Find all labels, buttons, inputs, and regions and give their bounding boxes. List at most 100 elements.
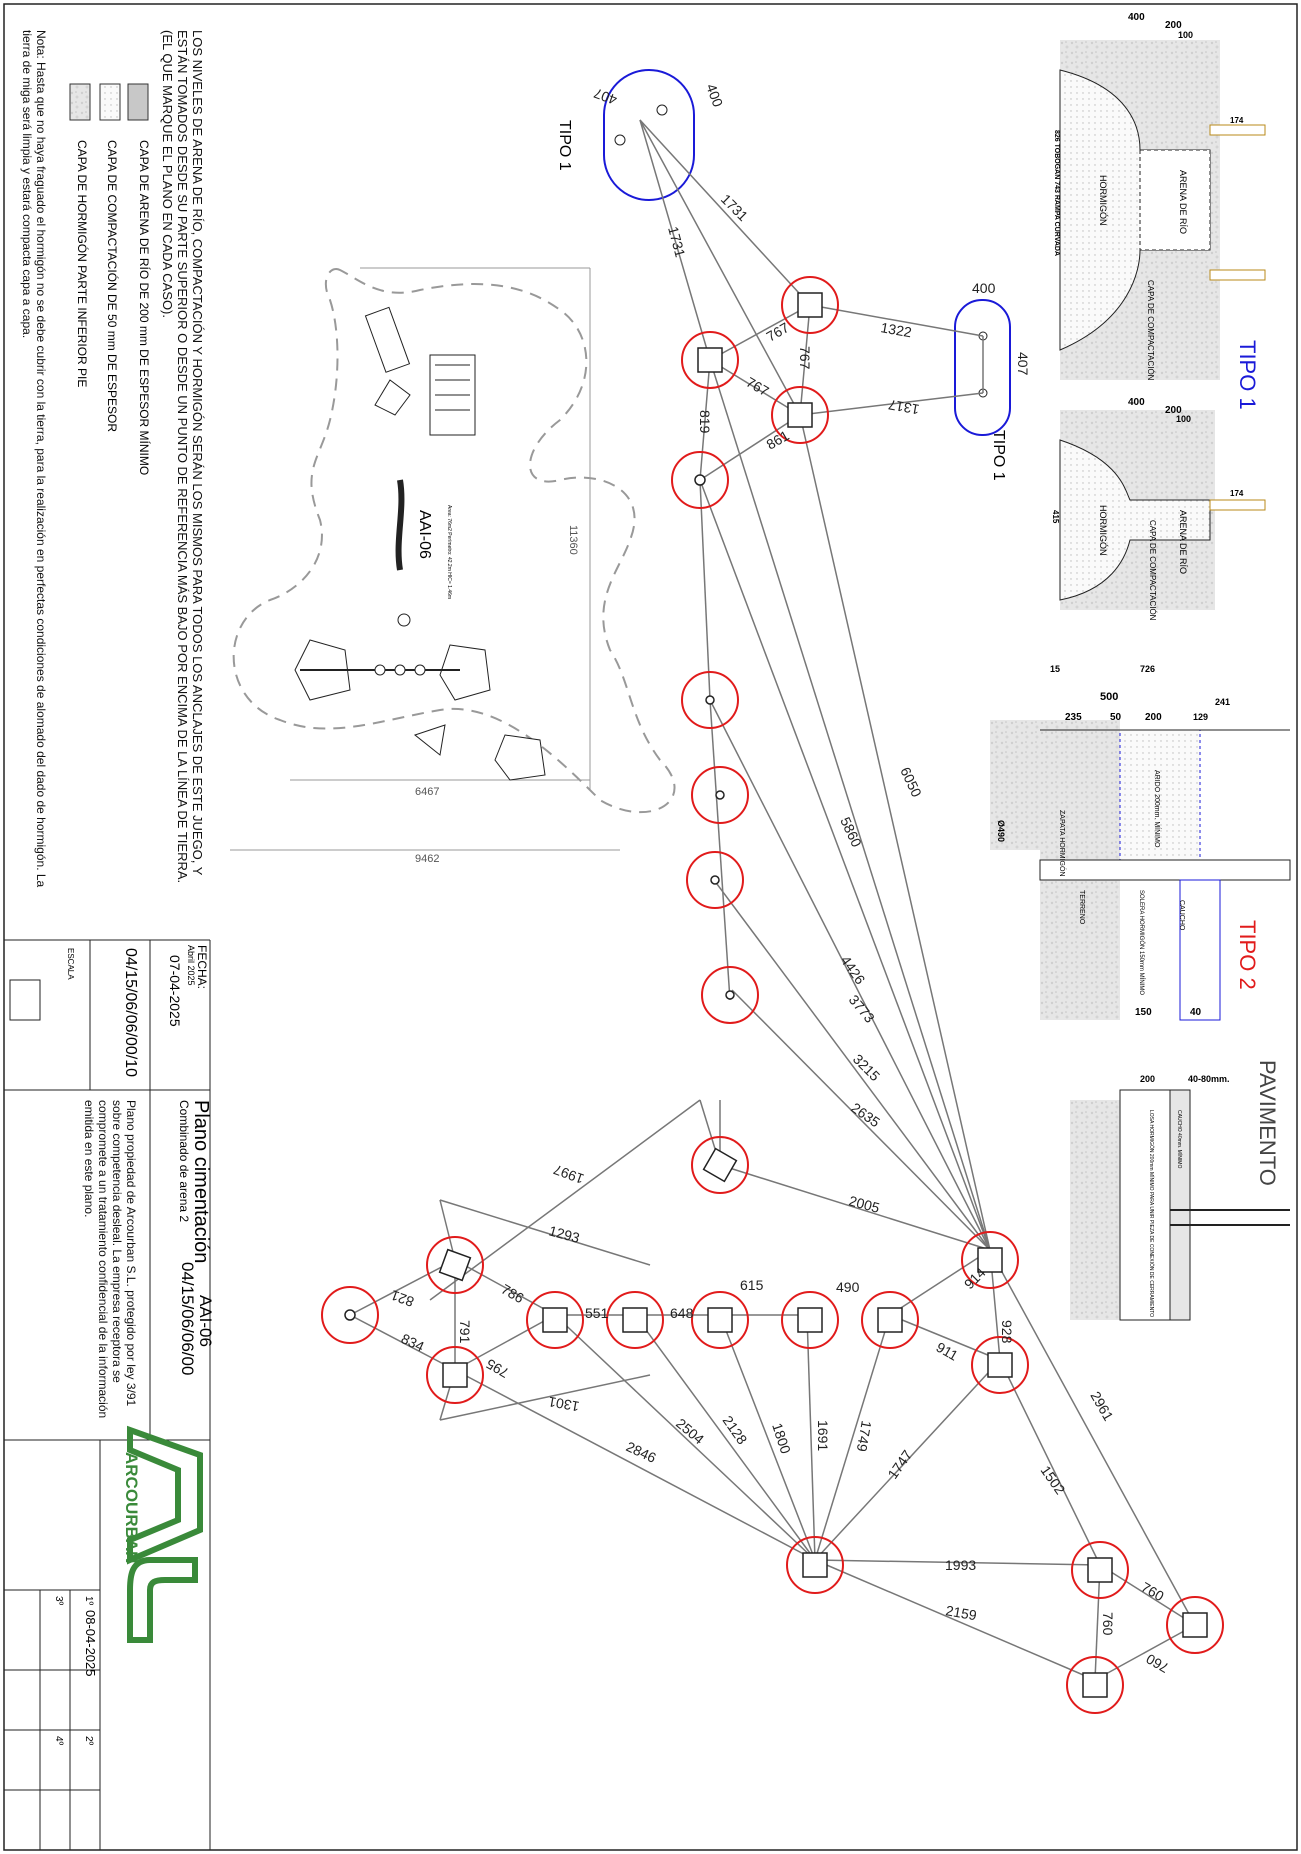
rev-1: 1º bbox=[83, 1596, 94, 1606]
dim-1691: 1691 bbox=[815, 1420, 831, 1451]
fecha-label: FECHA: bbox=[195, 945, 209, 989]
footnote: Nota: Hasta que no haya fraguado el horm… bbox=[20, 30, 48, 888]
dim-795: 795 bbox=[483, 1356, 511, 1382]
t2-dim-200: 200 bbox=[1145, 712, 1162, 723]
pav-label-losa: LOSA HORMIGÓN 200mm MÍNIMO PARA UNIR PIE… bbox=[1148, 1110, 1155, 1317]
t1b-label-hormigon: HORMIGÓN bbox=[1098, 505, 1108, 556]
t2-dim-40: 40 bbox=[1190, 1007, 1202, 1018]
t1-label-compact: CAPA DE COMPACTACIÓN bbox=[1146, 280, 1155, 381]
anchor-13 bbox=[691, 1291, 749, 1349]
anchor-3 bbox=[771, 386, 829, 444]
tipo1-label-right: TIPO 1 bbox=[990, 430, 1007, 481]
dim-407-right: 407 bbox=[1015, 352, 1031, 376]
overview-dim-6467: 6467 bbox=[415, 786, 439, 798]
anchor-8 bbox=[701, 966, 759, 1024]
dim-2961: 2961 bbox=[1087, 1389, 1117, 1424]
dim-407-top: 407 bbox=[591, 85, 619, 108]
t2-label-arido: ARIDO 200mm. MÍNIMO bbox=[1153, 770, 1162, 848]
t2-label-zapata: ZAPATA HORMIGÓN bbox=[1058, 810, 1067, 877]
t2-dim-15: 15 bbox=[1050, 664, 1060, 674]
brand-logo: ARCOURBAN bbox=[122, 1425, 203, 1643]
t1b-dim-174: 174 bbox=[1230, 489, 1244, 498]
detail-tipo1-bottom: 400 200 100 174 415 HORMIGÓN ARENA DE RÍ… bbox=[1051, 397, 1266, 621]
t2-dim-150: 150 bbox=[1135, 1007, 1152, 1018]
detail-tipo1-top: 400 200 100 174 HORMIGÓN ARENA DE RÍO CA… bbox=[1053, 12, 1266, 410]
legend-swatch-compaction bbox=[99, 83, 121, 121]
t1b-label-compact: CAPA DE COMPACTACIÓN bbox=[1148, 520, 1157, 621]
dim-1993: 1993 bbox=[945, 1557, 976, 1573]
park-overview: 11360 6467 9462 AAI-06 Area: 76m2 Períme… bbox=[230, 267, 676, 865]
dim-2005: 2005 bbox=[847, 1192, 881, 1216]
dim-1293: 1293 bbox=[547, 1222, 581, 1246]
overview-dim-11360: 11360 bbox=[567, 525, 579, 555]
tipo2-title: TIPO 2 bbox=[1235, 920, 1260, 990]
dim-1749: 1749 bbox=[854, 1419, 875, 1453]
t1-label-arena: ARENA DE RÍO bbox=[1178, 170, 1188, 234]
t2-dim-241: 241 bbox=[1215, 697, 1230, 707]
dim-1731-a: 1731 bbox=[718, 191, 751, 224]
dim-1301: 1301 bbox=[547, 1394, 581, 1415]
levels-note: LOS NIVELES DE ARENA DE RÍO, COMPACTACIÓ… bbox=[160, 30, 205, 884]
overview-small-text: Area: 76m2 Perímetro: 42.2m HIC= 1.46m bbox=[446, 505, 452, 599]
dim-648: 648 bbox=[670, 1305, 694, 1321]
dim-786: 786 bbox=[499, 1281, 527, 1307]
foundation-plan: TIPO 1 TIPO 1 bbox=[321, 69, 1224, 1714]
legend-swatch-sand bbox=[127, 83, 149, 121]
dim-4426: 4426 bbox=[838, 953, 869, 988]
dim-791: 791 bbox=[457, 1320, 473, 1344]
t1b-dim-400: 400 bbox=[1128, 397, 1145, 408]
t1-label-tobogan: 826 TOBOGAN 743 RAMPA CURVADA bbox=[1053, 130, 1060, 256]
tower-sketch-3 bbox=[494, 734, 546, 781]
dim-861: 861 bbox=[764, 427, 792, 453]
t2-label-solera: SOLERA HORMIGÓN 150mm MÍNIMO bbox=[1138, 890, 1145, 995]
anchor-11 bbox=[861, 1291, 919, 1349]
dim-400-right: 400 bbox=[972, 280, 996, 296]
dim-819: 819 bbox=[697, 410, 713, 434]
dim-928: 928 bbox=[999, 1320, 1015, 1344]
anchor-10 bbox=[961, 1231, 1019, 1289]
anchor-9 bbox=[691, 1136, 749, 1194]
wall-sketch bbox=[395, 479, 405, 571]
overview-code: AAI-06 bbox=[416, 510, 433, 559]
t2-dim-726: 726 bbox=[1140, 664, 1155, 674]
tower-sketch-2 bbox=[439, 644, 491, 701]
sheet-frame bbox=[3, 3, 1298, 1851]
rev-4: 4º bbox=[53, 1736, 64, 1746]
t1b-label-arena: ARENA DE RÍO bbox=[1178, 510, 1188, 574]
measurement-lines bbox=[349, 119, 1196, 1681]
drawing-title: Plano cimentación bbox=[190, 1100, 212, 1263]
brand-name: ARCOURBAN bbox=[122, 1452, 141, 1563]
dim-2159: 2159 bbox=[944, 1602, 978, 1623]
fecha-sub: Abril 2025 bbox=[186, 945, 196, 986]
dim-490: 490 bbox=[836, 1279, 860, 1295]
legend-swatch-concrete bbox=[69, 83, 91, 121]
dim-1731-b: 1731 bbox=[665, 225, 689, 259]
dim-5860: 5860 bbox=[837, 815, 865, 850]
t2-dim-235: 235 bbox=[1065, 712, 1082, 723]
dim-760-b: 760 bbox=[1100, 1612, 1116, 1636]
dim-1747: 1747 bbox=[884, 1447, 915, 1482]
detail-pavimento: 200 40-80mm. LOSA HORMIGÓN 200mm MÍNIMO … bbox=[1070, 1060, 1290, 1321]
marker-circle bbox=[397, 613, 411, 627]
dim-551: 551 bbox=[585, 1305, 609, 1321]
anchor-21 bbox=[1071, 1541, 1129, 1599]
t1b-dim-415: 415 bbox=[1051, 510, 1060, 524]
dim-760-c: 760 bbox=[1143, 1651, 1171, 1677]
t1b-dim-200: 200 bbox=[1165, 405, 1182, 416]
t1b-dim-100: 100 bbox=[1176, 414, 1191, 424]
t2-dim-500: 500 bbox=[1100, 691, 1118, 703]
dim-821: 821 bbox=[388, 1287, 416, 1310]
drawing-code: 04/15/06/06/00/10 bbox=[122, 948, 139, 1077]
escala-label: ESCALA bbox=[66, 948, 75, 980]
pav-dim-200: 200 bbox=[1140, 1074, 1155, 1084]
anchor-17 bbox=[321, 1286, 379, 1344]
rev-2: 2º bbox=[83, 1736, 94, 1746]
anchor-20 bbox=[786, 1536, 844, 1594]
rev-3: 3º bbox=[53, 1596, 64, 1606]
dim-1317: 1317 bbox=[887, 397, 921, 418]
anchor-circles bbox=[321, 276, 1224, 1714]
dim-6050: 6050 bbox=[897, 765, 925, 800]
tipo1-pad-top bbox=[603, 69, 695, 201]
pav-dim-40-80: 40-80mm. bbox=[1188, 1074, 1230, 1084]
ownership-note: Plano propiedad de Arcourban S.L. proteg… bbox=[82, 1100, 138, 1419]
